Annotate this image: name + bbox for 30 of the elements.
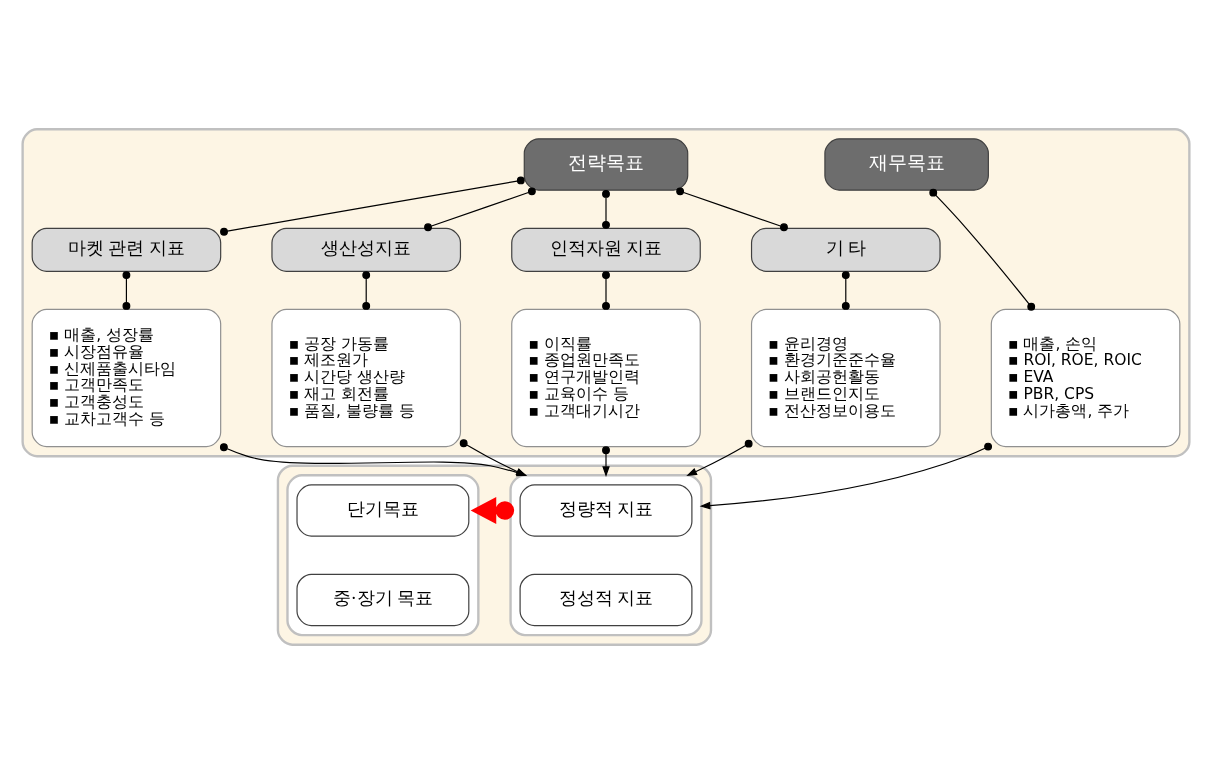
node-box: 전략목표	[523, 138, 689, 191]
node-box: 정성적 지표	[519, 573, 693, 627]
cluster	[286, 474, 480, 637]
arrow	[470, 497, 515, 524]
node-box: ▪ 공장 가동률 ▪ 제조원가 ▪ 시간당 생산량 ▪ 재고 회전률 ▪ 품질, 불량률 등	[271, 308, 462, 448]
node-box: ▪ 이직률 ▪ 종업원만족도 ▪ 연구개발인력 ▪ 교육이수 등 ▪ 고객대기시간	[511, 308, 701, 448]
node-box: 기 타	[750, 227, 941, 272]
connector	[362, 271, 371, 310]
node-box: ▪ 매출, 손익 ▪ ROI, ROE, ROIC ▪ EVA ▪ PBR, CPS ▪ 시가총액, 주가	[990, 308, 1181, 448]
connector	[602, 271, 610, 310]
node-box: ▪ 매출, 성장률 ▪ 시장점유율 ▪ 신제품출시타임 ▪ 고객만족도 ▪ 고객충성도 ▪ 교차고객수 등	[31, 308, 222, 448]
node-box: 재무목표	[824, 138, 989, 191]
node-box: 중·장기 목표	[296, 573, 470, 627]
node-box: 생산성지표	[271, 227, 462, 272]
connector	[929, 188, 1036, 311]
cluster	[509, 474, 703, 637]
arrow	[686, 439, 753, 477]
node-box: 인적자원 지표	[511, 227, 701, 272]
node-box: 마켓 관련 지표	[31, 227, 222, 272]
node-box: 정량적 지표	[519, 484, 693, 537]
connector	[841, 271, 850, 310]
connector	[424, 187, 536, 232]
node-box: ▪ 윤리경영 ▪ 환경기준준수율 ▪ 사회공헌활동 ▪ 브랜드인지도 ▪ 전산정보이용도	[750, 308, 941, 448]
connector	[122, 271, 131, 310]
connector	[676, 187, 788, 232]
connector	[220, 176, 525, 236]
node-box: 단기목표	[296, 484, 470, 537]
connector	[602, 190, 610, 229]
arrow	[699, 442, 993, 510]
arrow	[602, 446, 610, 478]
